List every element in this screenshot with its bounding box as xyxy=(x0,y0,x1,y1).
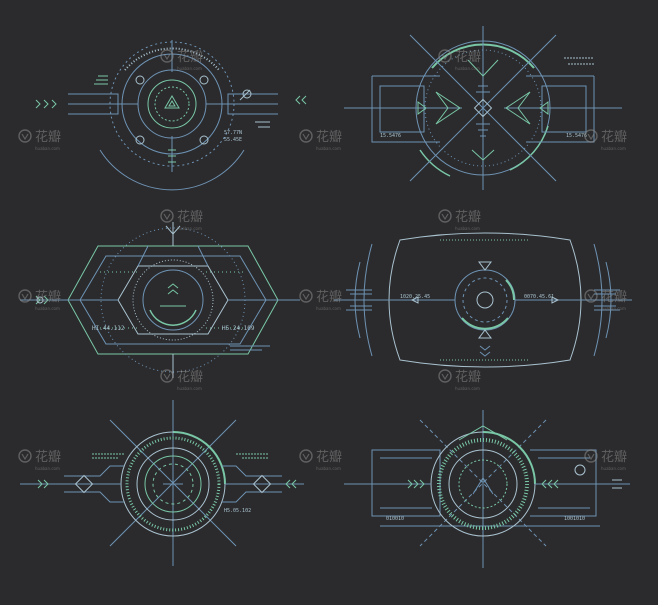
watermark-domain: huaban.com xyxy=(177,226,202,231)
watermark-domain: huaban.com xyxy=(35,146,60,151)
watermark-10: 花瓣 huaban.com xyxy=(584,289,627,311)
hud-4-readout-1: 1020.25.45 xyxy=(400,294,430,300)
watermark-2: 花瓣 huaban.com xyxy=(438,49,481,71)
watermark-domain: huaban.com xyxy=(316,146,341,151)
watermark-domain: huaban.com xyxy=(316,306,341,311)
watermark-domain: huaban.com xyxy=(35,466,60,471)
hud-4-readout-2: 0070.45.61 xyxy=(524,294,554,300)
hud-1-readout-1: 57.77N xyxy=(224,130,242,136)
hud-2-readout-2: 15.5476 xyxy=(566,133,587,139)
hud-2-readout-1: 15.5476 xyxy=(380,133,401,139)
watermark-domain: huaban.com xyxy=(35,306,60,311)
hud-3-readout-2: H5.24.109 xyxy=(222,325,255,332)
watermark-domain: huaban.com xyxy=(316,466,341,471)
hud-6-readout-1: 010010 xyxy=(386,516,404,522)
watermark-brand: 花瓣 xyxy=(316,129,342,145)
watermark-domain: huaban.com xyxy=(455,226,480,231)
watermark-9: 花瓣 huaban.com xyxy=(299,289,342,311)
watermark-layer: 花瓣 huaban.com 花瓣 huaban.com 花瓣 huaban.co… xyxy=(18,49,627,471)
hud-5-readout-1: H5.05.102 xyxy=(224,508,251,514)
watermark-brand: 花瓣 xyxy=(177,49,203,65)
hud-panel-4: 1020.25.45 0070.45.61 xyxy=(334,232,632,368)
watermark-brand: 花瓣 xyxy=(316,289,342,305)
watermark-brand: 花瓣 xyxy=(455,369,481,385)
watermark-brand: 花瓣 xyxy=(455,49,481,65)
watermark-brand: 花瓣 xyxy=(177,369,203,385)
watermark-12: 花瓣 huaban.com xyxy=(438,369,481,391)
hud-panel-1: 57.77N 55.45E xyxy=(35,40,307,191)
watermark-15: 花瓣 huaban.com xyxy=(584,449,627,471)
watermark-brand: 花瓣 xyxy=(601,129,627,145)
watermark-domain: huaban.com xyxy=(455,66,480,71)
hud-1-readout-2: 55.45E xyxy=(224,137,242,143)
watermark-1: 花瓣 huaban.com xyxy=(160,49,203,71)
watermark-domain: huaban.com xyxy=(601,306,626,311)
hud-6-readout-2: 1001010 xyxy=(564,516,585,522)
watermark-brand: 花瓣 xyxy=(35,129,61,145)
watermark-14: 花瓣 huaban.com xyxy=(299,449,342,471)
watermark-brand: 花瓣 xyxy=(35,289,61,305)
watermark-domain: huaban.com xyxy=(177,386,202,391)
watermark-6: 花瓣 huaban.com xyxy=(160,209,203,231)
hud-panel-5: H5.05.102 xyxy=(20,400,304,566)
watermark-8: 花瓣 huaban.com xyxy=(18,289,61,311)
watermark-4: 花瓣 huaban.com xyxy=(299,129,342,151)
hud-panel-2: 15.5476 15.5476 xyxy=(344,26,622,190)
hud-panel-6: 010010 1001010 xyxy=(344,410,630,568)
watermark-11: 花瓣 huaban.com xyxy=(160,369,203,391)
watermark-domain: huaban.com xyxy=(177,66,202,71)
watermark-brand: 花瓣 xyxy=(316,449,342,465)
watermark-brand: 花瓣 xyxy=(35,449,61,465)
watermark-3: 花瓣 huaban.com xyxy=(18,129,61,151)
watermark-13: 花瓣 huaban.com xyxy=(18,449,61,471)
hud-panel-3: HI.44.112 H5.24.109 xyxy=(20,222,300,378)
watermark-brand: 花瓣 xyxy=(455,209,481,225)
watermark-domain: huaban.com xyxy=(601,466,626,471)
watermark-domain: huaban.com xyxy=(455,386,480,391)
watermark-brand: 花瓣 xyxy=(601,289,627,305)
watermark-brand: 花瓣 xyxy=(177,209,203,225)
watermark-brand: 花瓣 xyxy=(601,449,627,465)
watermark-7: 花瓣 huaban.com xyxy=(438,209,481,231)
hud-3-readout-1: HI.44.112 xyxy=(92,325,125,332)
watermark-5: 花瓣 huaban.com xyxy=(584,129,627,151)
watermark-domain: huaban.com xyxy=(601,146,626,151)
